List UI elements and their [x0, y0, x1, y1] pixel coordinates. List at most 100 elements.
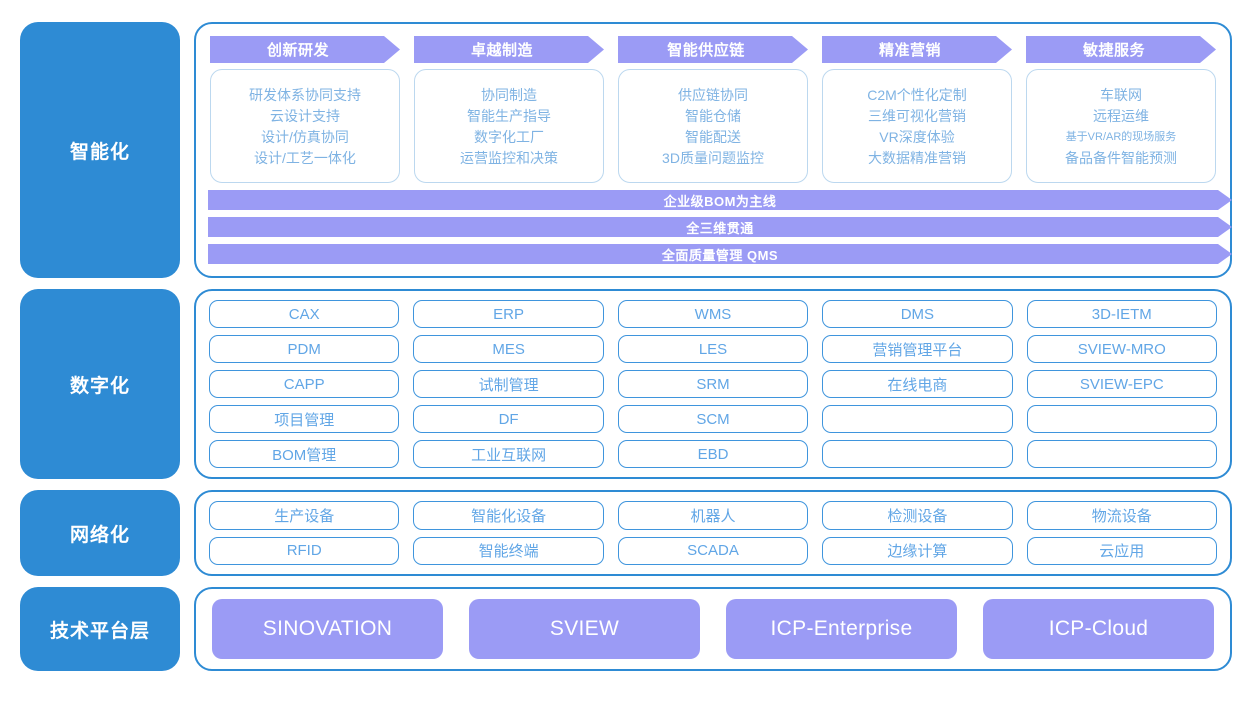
layer-panel-digital: CAX PDM CAPP 项目管理 BOM管理 ERP MES 试制管理 DF …	[194, 289, 1232, 479]
platform-card-sview[interactable]: SVIEW	[469, 599, 700, 659]
digital-card[interactable]: WMS	[617, 300, 809, 328]
pillar-item: VR深度体验	[879, 128, 955, 145]
digital-card[interactable]: 试制管理	[413, 370, 604, 398]
pillar-item: 数字化工厂	[474, 128, 544, 145]
digital-card-empty[interactable]	[1026, 440, 1217, 468]
pillar-excellent-manufacturing[interactable]: 卓越制造 协同制造 智能生产指导 数字化工厂 运营监控和决策	[414, 36, 604, 183]
network-card[interactable]: 边缘计算	[822, 536, 1013, 565]
digital-card[interactable]: CAX	[209, 300, 400, 328]
digital-column-3: WMS LES SRM SCM EBD	[617, 300, 809, 468]
pillar-item: 基于VR/AR的现场服务	[1065, 130, 1177, 143]
pillar-body-smart-supply-chain: 供应链协同 智能仓储 智能配送 3D质量问题监控	[618, 69, 808, 183]
pillar-item: 设计/工艺一体化	[254, 149, 356, 166]
layer-label-platform: 技术平台层	[20, 587, 180, 671]
digital-card[interactable]: 营销管理平台	[822, 335, 1013, 363]
network-card[interactable]: 物流设备	[1026, 501, 1217, 530]
network-column-1: 生产设备 RFID	[209, 501, 400, 565]
pillar-item: C2M个性化定制	[867, 86, 967, 103]
platform-card-icp-enterprise[interactable]: ICP-Enterprise	[726, 599, 957, 659]
pillar-item: 运营监控和决策	[460, 149, 558, 166]
pillar-item: 车联网	[1100, 86, 1142, 103]
digital-card[interactable]: SVIEW-MRO	[1026, 335, 1217, 363]
pillar-grid: 创新研发 研发体系协同支持 云设计支持 设计/仿真协同 设计/工艺一体化 卓越制…	[210, 36, 1216, 183]
pillar-header-precision-marketing[interactable]: 精准营销	[822, 36, 1012, 63]
platform-card-sinovation[interactable]: SINOVATION	[212, 599, 443, 659]
digital-card[interactable]: SCM	[617, 405, 809, 433]
pillar-item: 协同制造	[481, 86, 537, 103]
platform-card-icp-cloud[interactable]: ICP-Cloud	[983, 599, 1214, 659]
layer-label-smart: 智能化	[20, 22, 180, 278]
digital-card[interactable]: 在线电商	[822, 370, 1013, 398]
network-card[interactable]: 智能终端	[413, 536, 604, 565]
network-card-grid: 生产设备 RFID 智能化设备 智能终端 机器人 SCADA 检测设备 边缘计算…	[209, 501, 1217, 565]
banner-full-3d: 全三维贯通	[208, 217, 1232, 237]
layer-row-digital: 数字化 CAX PDM CAPP 项目管理 BOM管理 ERP MES 试制管理…	[20, 289, 1232, 479]
pillar-item: 备品备件智能预测	[1065, 149, 1177, 166]
layer-row-smart: 智能化 创新研发 研发体系协同支持 云设计支持 设计/仿真协同 设计/工艺一体化…	[20, 22, 1232, 278]
layer-panel-platform: SINOVATION SVIEW ICP-Enterprise ICP-Clou…	[194, 587, 1232, 671]
network-card[interactable]: 智能化设备	[413, 501, 604, 530]
pillar-item: 设计/仿真协同	[261, 128, 349, 145]
pillar-header-agile-service[interactable]: 敏捷服务	[1026, 36, 1216, 63]
digital-column-4: DMS 营销管理平台 在线电商	[822, 300, 1013, 468]
layer-row-platform: 技术平台层 SINOVATION SVIEW ICP-Enterprise IC…	[20, 587, 1232, 671]
digital-card-empty[interactable]	[1026, 405, 1217, 433]
banner-quality-management-qms: 全面质量管理 QMS	[208, 244, 1232, 264]
network-column-5: 物流设备 云应用	[1026, 501, 1217, 565]
pillar-item: 三维可视化营销	[868, 107, 966, 124]
digital-card[interactable]: EBD	[617, 440, 809, 468]
digital-card[interactable]: SRM	[617, 370, 809, 398]
digital-card[interactable]: MES	[413, 335, 604, 363]
pillar-item: 智能配送	[685, 128, 741, 145]
digital-column-5: 3D-IETM SVIEW-MRO SVIEW-EPC	[1026, 300, 1217, 468]
network-column-3: 机器人 SCADA	[617, 501, 809, 565]
digital-card[interactable]: DF	[413, 405, 604, 433]
pillar-body-innovation-rd: 研发体系协同支持 云设计支持 设计/仿真协同 设计/工艺一体化	[210, 69, 400, 183]
layer-label-digital: 数字化	[20, 289, 180, 479]
network-card[interactable]: 检测设备	[822, 501, 1013, 530]
pillar-header-smart-supply-chain[interactable]: 智能供应链	[618, 36, 808, 63]
network-card[interactable]: RFID	[209, 536, 400, 565]
digital-card[interactable]: PDM	[209, 335, 400, 363]
network-column-2: 智能化设备 智能终端	[413, 501, 604, 565]
digital-card[interactable]: LES	[617, 335, 809, 363]
pillar-item: 大数据精准营销	[868, 149, 966, 166]
layer-row-network: 网络化 生产设备 RFID 智能化设备 智能终端 机器人 SCADA 检测设备 …	[20, 490, 1232, 576]
pillar-precision-marketing[interactable]: 精准营销 C2M个性化定制 三维可视化营销 VR深度体验 大数据精准营销	[822, 36, 1012, 183]
pillar-body-excellent-manufacturing: 协同制造 智能生产指导 数字化工厂 运营监控和决策	[414, 69, 604, 183]
digital-card[interactable]: SVIEW-EPC	[1026, 370, 1217, 398]
layer-panel-smart: 创新研发 研发体系协同支持 云设计支持 设计/仿真协同 设计/工艺一体化 卓越制…	[194, 22, 1232, 278]
digital-card[interactable]: 工业互联网	[413, 440, 604, 468]
pillar-header-innovation-rd[interactable]: 创新研发	[210, 36, 400, 63]
pillar-agile-service[interactable]: 敏捷服务 车联网 远程运维 基于VR/AR的现场服务 备品备件智能预测	[1026, 36, 1216, 183]
pillar-item: 供应链协同	[678, 86, 748, 103]
pillar-item: 云设计支持	[270, 107, 340, 124]
pillar-item: 3D质量问题监控	[662, 149, 764, 166]
digital-card-empty[interactable]	[822, 405, 1013, 433]
digital-card[interactable]: BOM管理	[209, 440, 400, 468]
pillar-header-excellent-manufacturing[interactable]: 卓越制造	[414, 36, 604, 63]
pillar-body-agile-service: 车联网 远程运维 基于VR/AR的现场服务 备品备件智能预测	[1026, 69, 1216, 183]
digital-card[interactable]: 项目管理	[209, 405, 400, 433]
digital-card[interactable]: 3D-IETM	[1026, 300, 1217, 328]
layer-panel-network: 生产设备 RFID 智能化设备 智能终端 机器人 SCADA 检测设备 边缘计算…	[194, 490, 1232, 576]
banner-enterprise-bom: 企业级BOM为主线	[208, 190, 1232, 210]
pillar-item: 研发体系协同支持	[249, 86, 361, 103]
digital-card[interactable]: ERP	[413, 300, 604, 328]
pillar-innovation-rd[interactable]: 创新研发 研发体系协同支持 云设计支持 设计/仿真协同 设计/工艺一体化	[210, 36, 400, 183]
digital-card[interactable]: CAPP	[209, 370, 400, 398]
network-card[interactable]: 云应用	[1026, 536, 1217, 565]
digital-card[interactable]: DMS	[822, 300, 1013, 328]
network-card[interactable]: SCADA	[617, 536, 809, 565]
pillar-body-precision-marketing: C2M个性化定制 三维可视化营销 VR深度体验 大数据精准营销	[822, 69, 1012, 183]
pillar-smart-supply-chain[interactable]: 智能供应链 供应链协同 智能仓储 智能配送 3D质量问题监控	[618, 36, 808, 183]
pillar-item: 智能生产指导	[467, 107, 551, 124]
digital-card-empty[interactable]	[822, 440, 1013, 468]
network-card[interactable]: 机器人	[617, 501, 809, 530]
digital-column-1: CAX PDM CAPP 项目管理 BOM管理	[209, 300, 400, 468]
digital-column-2: ERP MES 试制管理 DF 工业互联网	[413, 300, 604, 468]
digital-card-grid: CAX PDM CAPP 项目管理 BOM管理 ERP MES 试制管理 DF …	[209, 300, 1217, 468]
layer-label-network: 网络化	[20, 490, 180, 576]
network-card[interactable]: 生产设备	[209, 501, 400, 530]
